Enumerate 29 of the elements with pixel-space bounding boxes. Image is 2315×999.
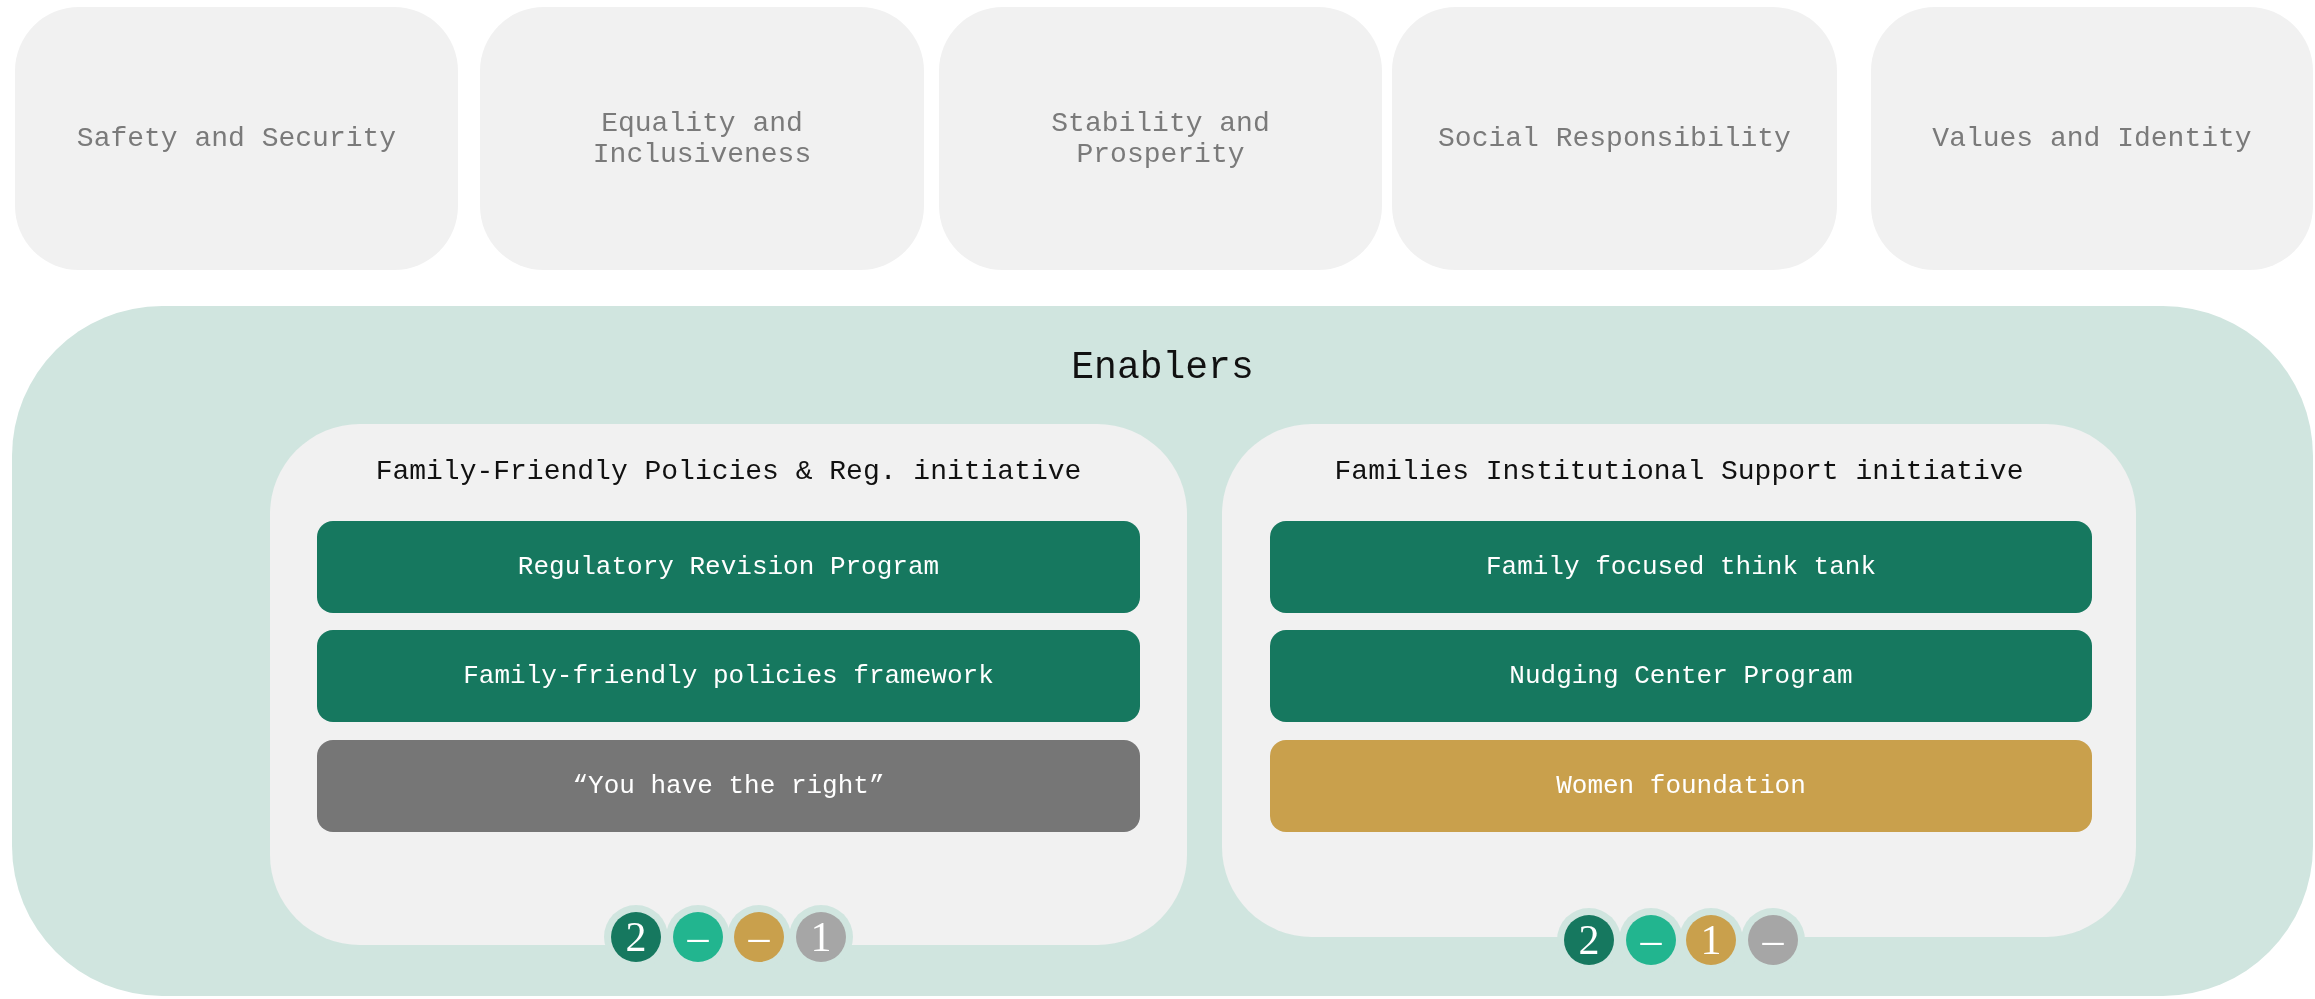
count-value: 1	[1700, 916, 1722, 964]
count-value: 2	[1578, 916, 1600, 964]
program-bar	[317, 630, 1140, 722]
count-value: 1	[810, 913, 832, 961]
program-label: Nudging Center Program	[1509, 661, 1853, 691]
program-label: “You have the right”	[572, 771, 885, 801]
count-value: –	[687, 913, 709, 961]
program-bar	[1270, 521, 2092, 613]
count-value: –	[1762, 916, 1784, 964]
pillar-label: Safety and Security	[76, 123, 397, 154]
program-label: Family-friendly policies framework	[463, 661, 994, 691]
pillar-label: Stability and Prosperity	[1050, 107, 1271, 170]
initiative-title: Family-Friendly Policies & Reg. initiative	[375, 456, 1082, 487]
program-bar	[1270, 630, 2092, 722]
panel-title: Enablers	[1071, 346, 1254, 389]
pillar-label: Values and Identity	[1932, 123, 2252, 154]
program-label: Family focused think tank	[1485, 552, 1877, 582]
program-bar	[317, 740, 1140, 832]
program-label: Women foundation	[1556, 771, 1806, 801]
count-value: –	[748, 913, 770, 961]
program-bar	[1270, 740, 2092, 832]
pillar-label: Social Responsibility	[1438, 123, 1791, 154]
initiative-title: Families Institutional Support initiative	[1334, 456, 2024, 487]
count-value: –	[1640, 916, 1662, 964]
enablers-panel	[12, 306, 2313, 996]
pillar-label: Equality and Inclusiveness	[591, 107, 813, 170]
program-label: Regulatory Revision Program	[517, 552, 940, 582]
count-value: 2	[625, 913, 647, 961]
program-bar	[317, 521, 1140, 613]
